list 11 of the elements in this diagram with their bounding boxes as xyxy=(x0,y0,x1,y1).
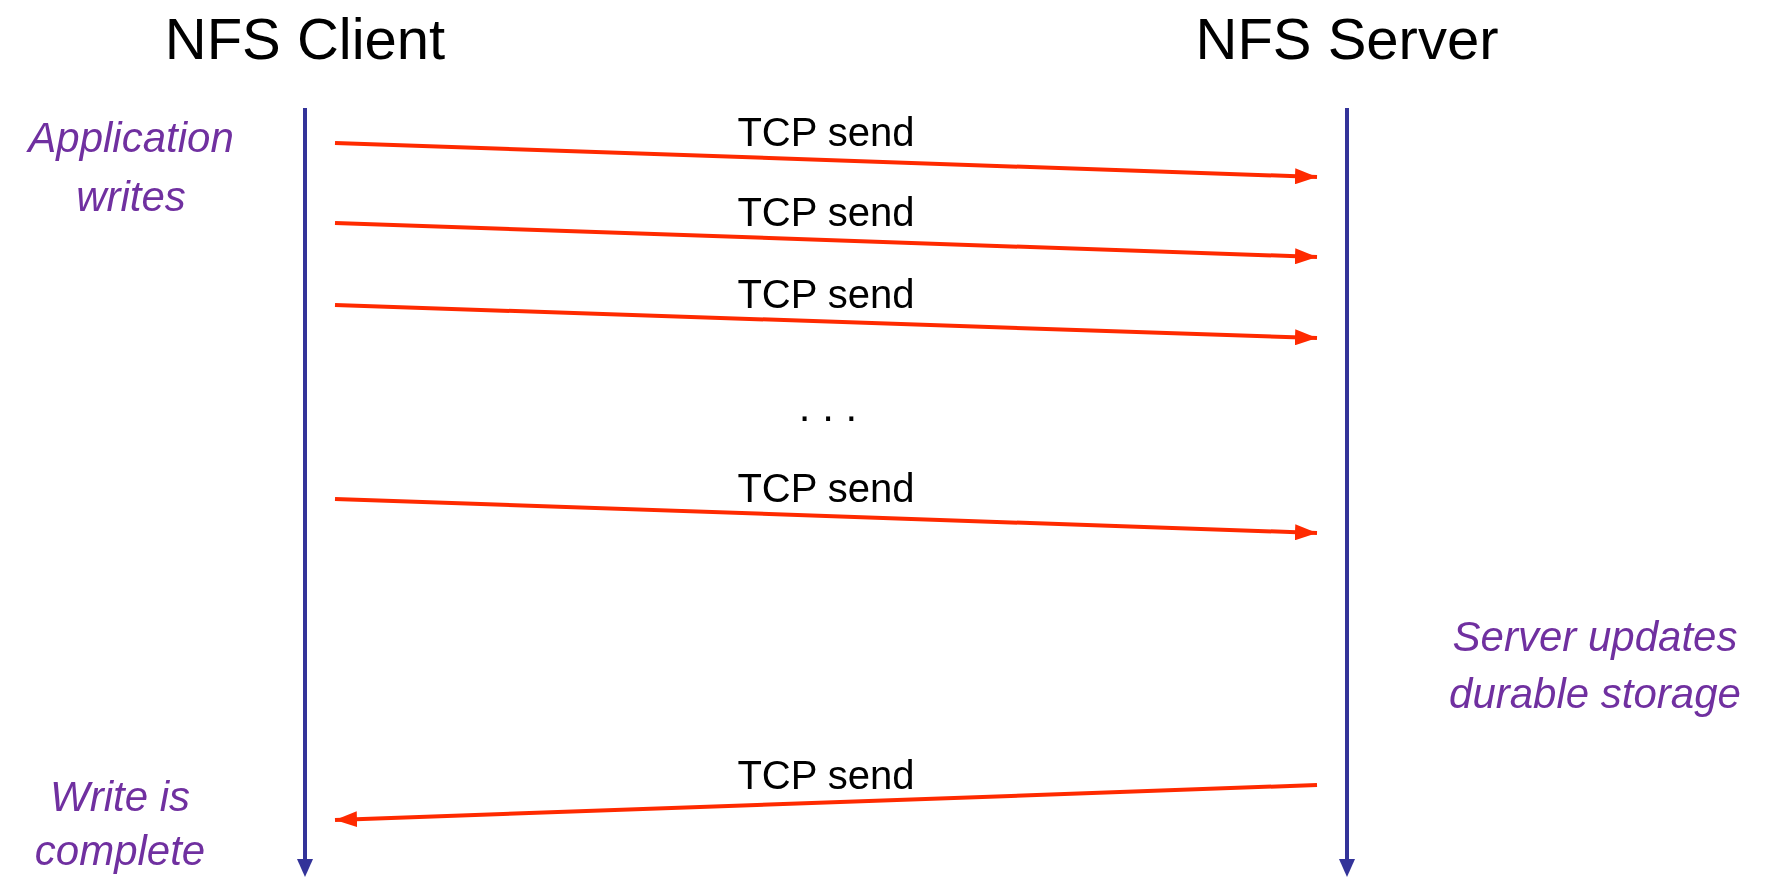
message-arrow xyxy=(334,303,1318,346)
annotation: Server updates durable storage xyxy=(1448,612,1742,719)
message-arrow xyxy=(334,497,1318,541)
ellipsis: . . . xyxy=(797,385,859,429)
annotation: Application writes xyxy=(25,113,235,222)
message-arrow xyxy=(334,221,1318,265)
message-arrow xyxy=(334,783,1318,828)
lifeline-title: NFS Client xyxy=(164,5,446,73)
lifeline-title: NFS Server xyxy=(1195,5,1499,73)
annotation: Write is complete xyxy=(33,772,207,876)
message-arrow xyxy=(334,141,1318,185)
